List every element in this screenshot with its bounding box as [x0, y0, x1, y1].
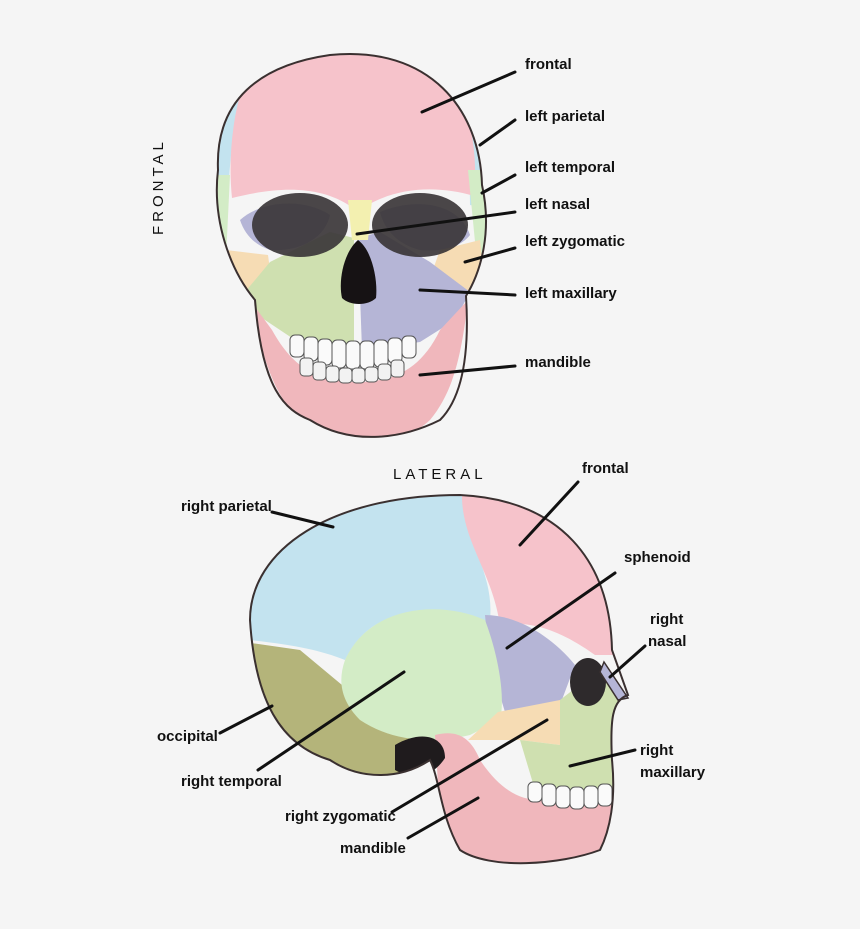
- mandible-lateral: [435, 733, 615, 864]
- teeth-lateral: [527, 781, 613, 810]
- lower-teeth-front: [299, 357, 405, 384]
- nasal-bones-front: [348, 200, 372, 240]
- label-left-nasal: left nasal: [525, 196, 591, 213]
- zygomatic-bone-lateral: [468, 700, 585, 745]
- label-left-zygomatic: left zygomatic: [525, 233, 626, 250]
- leader-mandible-lateral: [406, 796, 480, 840]
- leader-left-maxillary: [418, 288, 517, 297]
- label-left-temporal: left temporal: [525, 159, 616, 176]
- left-maxilla-front: [358, 232, 470, 350]
- label-frontal: frontal: [525, 56, 572, 73]
- label-frontal-lateral: frontal: [582, 460, 629, 477]
- leader-left-nasal: [355, 210, 517, 236]
- leader-left-temporal: [480, 173, 517, 195]
- label-right-zygomatic: right zygomatic: [285, 808, 396, 825]
- leader-frontal: [420, 70, 517, 114]
- label-occipital: occipital: [157, 728, 218, 745]
- leader-occipital: [218, 704, 274, 735]
- right-maxilla-front: [245, 232, 354, 350]
- sphenoid-bone-lateral: [485, 615, 575, 712]
- frontal-skull: [215, 53, 488, 438]
- frontal-bone-front: [230, 53, 476, 206]
- leader-right-temporal: [256, 670, 406, 772]
- label-right-maxillary-line2: maxillary: [640, 764, 706, 781]
- frontal-view-title: FRONTAL: [150, 138, 167, 235]
- label-right-temporal: right temporal: [181, 773, 282, 790]
- temporal-bone-lateral: [341, 609, 502, 740]
- leader-left-zygomatic: [463, 246, 517, 264]
- right-temporal-bone: [216, 175, 230, 265]
- nasal-bone-lateral: [599, 660, 630, 701]
- upper-teeth-front: [289, 334, 417, 370]
- label-left-maxillary: left maxillary: [525, 285, 617, 302]
- label-mandible-lateral: mandible: [340, 840, 406, 857]
- label-mandible-frontal: mandible: [525, 354, 591, 371]
- leader-frontal-lateral: [518, 480, 580, 547]
- leader-sphenoid: [505, 571, 617, 650]
- leader-mandible-front: [418, 364, 517, 377]
- label-left-parietal: left parietal: [525, 108, 606, 125]
- lateral-skull: [248, 493, 630, 865]
- label-right-nasal-line2: nasal: [648, 633, 687, 650]
- lateral-view-title: LATERAL: [393, 466, 487, 483]
- leader-right-maxillary: [568, 748, 637, 768]
- leader-left-parietal: [478, 118, 517, 147]
- mandible-front: [250, 300, 468, 437]
- label-right-nasal-line1: right: [650, 611, 684, 628]
- label-right-parietal: right parietal: [181, 498, 272, 515]
- leader-lines: [218, 70, 647, 840]
- label-right-maxillary-line1: right: [640, 742, 674, 759]
- leader-right-zygomatic: [390, 718, 549, 814]
- leader-right-nasal: [608, 644, 647, 679]
- leader-right-parietal: [270, 510, 335, 529]
- label-sphenoid: sphenoid: [624, 549, 691, 566]
